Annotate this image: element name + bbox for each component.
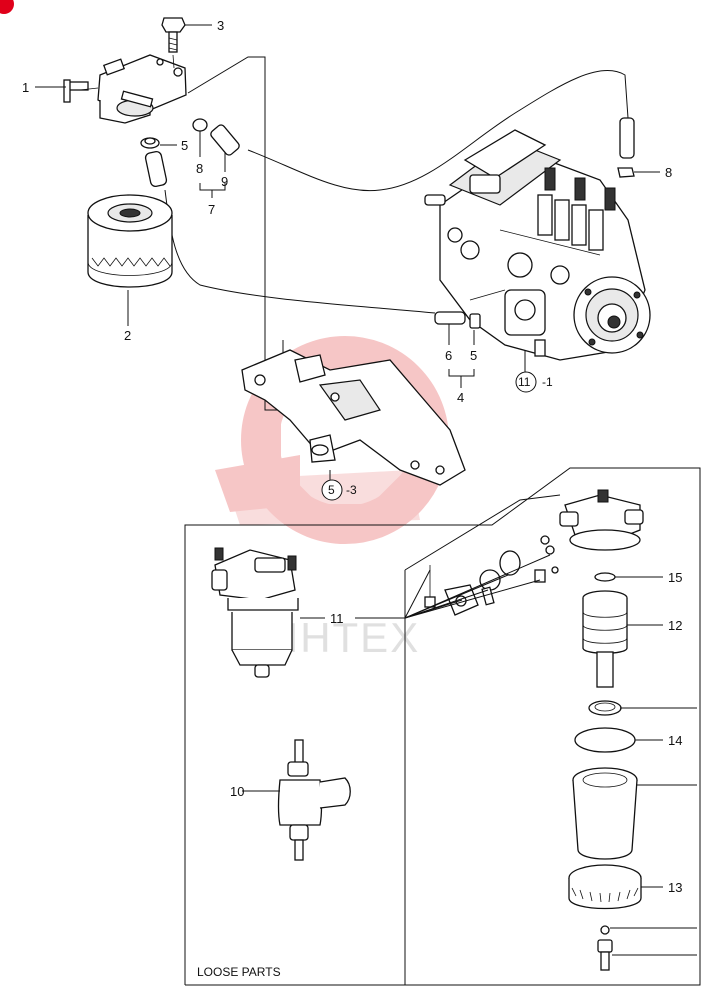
callout-12: 12	[668, 618, 682, 633]
callout-4: 4	[457, 390, 464, 405]
callout-2: 2	[124, 328, 131, 343]
callout-11: 11	[330, 611, 344, 626]
small-screw	[424, 565, 436, 608]
callout-5-circle	[321, 479, 343, 501]
hose-9	[210, 124, 240, 156]
callout-labels: 1 3 5 8 9 7 2 8 6 5 4 11 -1 5 -3 11 10 1…	[22, 18, 682, 979]
callout-13: 13	[668, 880, 682, 895]
callout-10: 10	[230, 784, 244, 799]
retaining-ring-13	[568, 864, 642, 910]
gasket-14	[574, 727, 636, 753]
mounting-bracket	[241, 349, 466, 486]
callout-8-right: 8	[665, 165, 672, 180]
injection-pump	[424, 129, 651, 361]
hose-6-pump	[434, 311, 466, 325]
electric-fuel-pump	[277, 739, 351, 861]
ring-seal	[588, 700, 622, 716]
air-vent-fitting	[63, 79, 99, 103]
watermark-text: ИНТЕХ	[268, 614, 420, 661]
hose-clamp-5-top	[140, 137, 160, 149]
callout-5-top: 5	[181, 138, 188, 153]
hose-clamp-8-left	[192, 118, 208, 132]
callout-11-circle	[515, 371, 537, 393]
cock-lever	[479, 569, 501, 606]
callout-7: 7	[208, 202, 215, 217]
corner-mark	[0, 0, 14, 14]
hose-clamp-8-right	[617, 167, 635, 178]
hose-right-top	[619, 117, 635, 159]
fuel-filter-cartridge	[87, 194, 173, 288]
leader-lines	[35, 24, 697, 956]
o-ring-large	[499, 550, 521, 576]
mounting-bolt	[161, 17, 186, 69]
small-parts	[534, 535, 559, 583]
callout-9: 9	[221, 174, 228, 189]
callout-15: 15	[668, 570, 682, 585]
callout-5-suffix: -3	[346, 483, 357, 497]
callout-14: 14	[668, 733, 682, 748]
hose-6-top	[144, 150, 168, 188]
filter-element-12	[582, 590, 628, 688]
fuel-filter-head	[97, 54, 187, 124]
callout-5-pump: 5	[470, 348, 477, 363]
filter-cup	[572, 767, 638, 860]
loose-parts-label: LOOSE PARTS	[197, 965, 281, 979]
callout-6: 6	[445, 348, 452, 363]
callout-5-circled: 5	[328, 483, 335, 497]
filter-head-exploded	[559, 489, 644, 551]
callout-11-suffix: -1	[542, 375, 553, 389]
callout-3: 3	[217, 18, 224, 33]
callout-1: 1	[22, 80, 29, 95]
water-separator-assembly	[211, 547, 299, 678]
hose-clamp-5-pump	[469, 313, 481, 329]
callout-11-circled: 11	[518, 375, 531, 389]
o-ring-15	[594, 572, 616, 582]
callout-8-left: 8	[196, 161, 203, 176]
drain-plug	[597, 925, 613, 971]
